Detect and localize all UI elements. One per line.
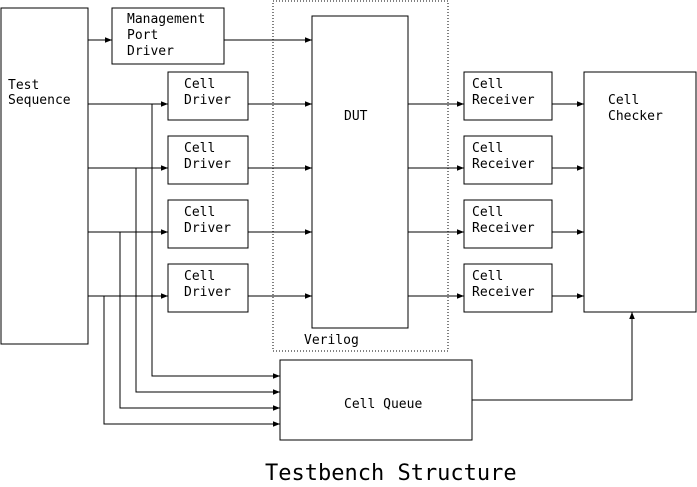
cell-driver-block-1 [167,71,249,121]
diagram-caption: Testbench Structure [265,461,517,486]
wire-tap-4-to-queue [103,296,280,427]
wire-tap-3-to-queue [119,232,280,411]
wire-queue-to-checker [472,312,635,401]
cell-receiver-3-label-2: Receiver [472,221,535,236]
test-sequence-label-2: Sequence [8,93,71,108]
cell-receiver-block-1 [463,71,553,121]
cell-driver-3-label-1: Cell [184,205,215,220]
cell-receiver-2-label-2: Receiver [472,157,535,172]
mgmt-label-3: Driver [127,44,174,59]
mgmt-label-1: Management [127,12,205,27]
test-sequence-block [0,7,89,345]
cell-driver-block-4 [167,263,249,313]
cell-checker-label-2: Checker [608,109,663,124]
cell-driver-4-label-2: Driver [184,285,231,300]
cell-receiver-4-label-2: Receiver [472,285,535,300]
mgmt-label-2: Port [127,28,158,43]
dut-label: DUT [344,109,368,124]
cell-queue-label: Cell Queue [344,397,422,412]
cell-driver-4-label-1: Cell [184,269,215,284]
cell-receiver-1-label-2: Receiver [472,93,535,108]
cell-driver-block-3 [167,199,249,249]
cell-queue-block [279,359,473,441]
cell-receiver-2-label-1: Cell [472,141,503,156]
cell-driver-2-label-1: Cell [184,141,215,156]
cell-receiver-4-label-1: Cell [472,269,503,284]
cell-driver-1-label-1: Cell [184,77,215,92]
management-port-driver-block [111,7,225,65]
wire-tap-1-to-queue [151,104,280,379]
cell-receiver-block-4 [463,263,553,313]
cell-receiver-3-label-1: Cell [472,205,503,220]
cell-receiver-block-2 [463,135,553,185]
cell-driver-2-label-2: Driver [184,157,231,172]
wire-tap-2-to-queue [135,168,280,395]
cell-receiver-block-3 [463,199,553,249]
cell-receiver-1-label-1: Cell [472,77,503,92]
cell-checker-label-1: Cell [608,93,639,108]
cell-driver-3-label-2: Driver [184,221,231,236]
cell-driver-block-2 [167,135,249,185]
verilog-region [272,0,449,352]
cell-driver-1-label-2: Driver [184,93,231,108]
dut-block [311,15,409,329]
test-sequence-label-1: Test [8,78,39,93]
verilog-label: Verilog [304,333,359,348]
cell-checker-block [583,71,697,313]
